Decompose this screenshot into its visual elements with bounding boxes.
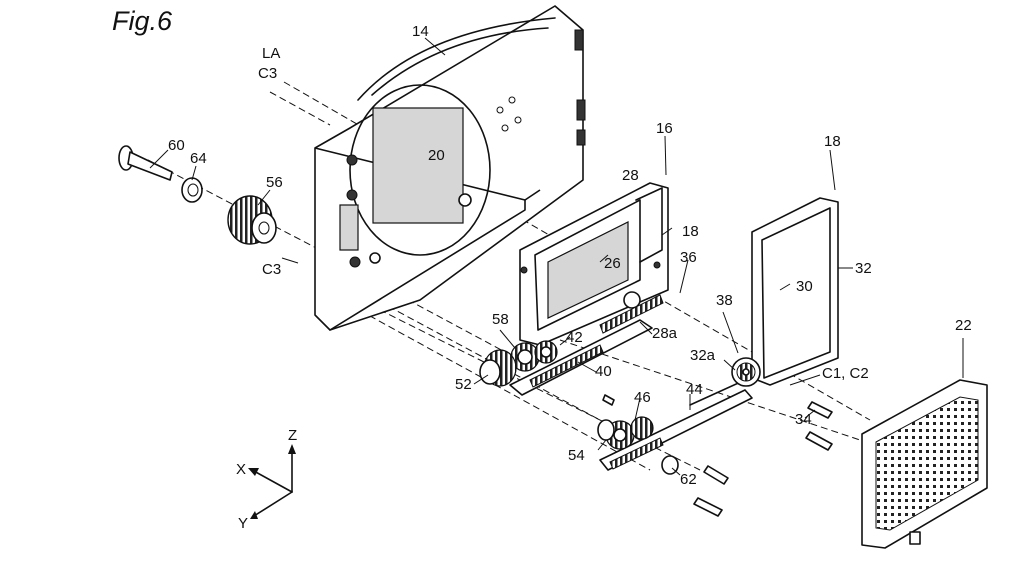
axis-label-x: X (236, 461, 246, 478)
label-64: 64 (190, 150, 207, 167)
label-28a: 28a (652, 325, 678, 342)
label-C3-bottom: C3 (262, 261, 281, 278)
label-18-mid: 18 (682, 223, 699, 240)
label-20: 20 (428, 147, 445, 164)
label-C3-top: C3 (258, 65, 277, 82)
label-40: 40 (595, 363, 612, 380)
label-56: 56 (266, 174, 283, 191)
axis-label-z: Z (288, 427, 297, 444)
plate-22 (861, 379, 988, 549)
label-44: 44 (686, 381, 703, 398)
reference-labels: 14 LA C3 60 64 56 C3 20 16 18 28 18 26 3… (168, 23, 972, 532)
housing-14 (314, 5, 586, 331)
label-C1-C2: C1, C2 (822, 365, 869, 382)
screws (602, 394, 833, 517)
axis-label-y: Y (238, 515, 248, 532)
label-14: 14 (412, 23, 429, 40)
label-52: 52 (455, 376, 472, 393)
gear-train-40 (479, 319, 653, 396)
label-46: 46 (634, 389, 651, 406)
label-42: 42 (566, 329, 583, 346)
label-32a: 32a (690, 347, 716, 364)
coordinate-axes (248, 444, 296, 519)
label-54: 54 (568, 447, 585, 464)
label-22: 22 (955, 317, 972, 334)
label-LA: LA (262, 45, 280, 62)
label-38: 38 (716, 292, 733, 309)
label-28: 28 (622, 167, 639, 184)
label-62: 62 (680, 471, 697, 488)
label-32: 32 (855, 260, 872, 277)
label-36: 36 (680, 249, 697, 266)
label-30: 30 (796, 278, 813, 295)
gear-train-44 (597, 379, 753, 475)
label-26: 26 (604, 255, 621, 272)
sensor-frame-16 (519, 182, 669, 346)
label-34: 34 (795, 411, 812, 428)
label-16: 16 (656, 120, 673, 137)
label-60: 60 (168, 137, 185, 154)
label-18-top: 18 (824, 133, 841, 150)
plate-18 (731, 197, 839, 387)
gear-56 (227, 195, 277, 245)
leader-lines (149, 37, 964, 476)
ring-64 (181, 177, 203, 203)
pin-60 (118, 145, 173, 181)
label-58: 58 (492, 311, 509, 328)
figure-title: Fig.6 (112, 6, 173, 36)
